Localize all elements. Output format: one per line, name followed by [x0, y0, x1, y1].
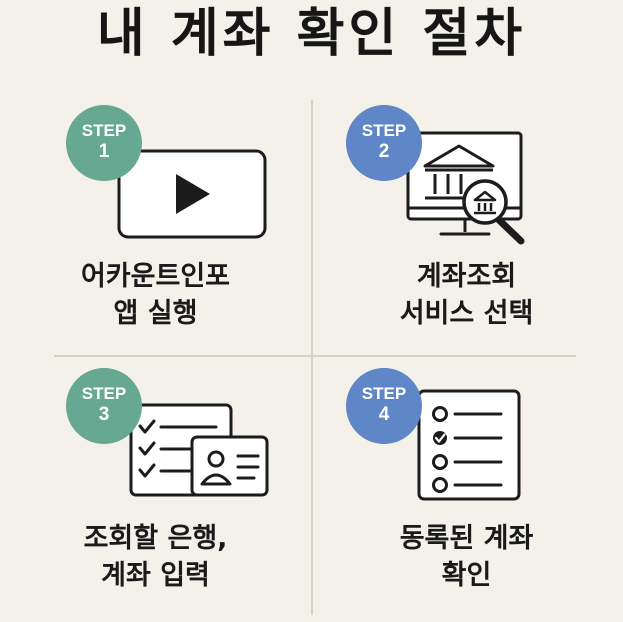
step-4-label: 동록된 계좌 확인 — [311, 520, 622, 594]
step-2-label: 계좌조회 서비스 선택 — [311, 258, 622, 332]
step-1-badge-number: 1 — [98, 141, 110, 162]
step-1-badge-word: STEP — [81, 121, 127, 140]
step-2-badge-number: 2 — [378, 141, 390, 162]
step-2-label-line2: 서비스 선택 — [399, 298, 534, 329]
step-4-badge-word: STEP — [361, 384, 407, 403]
step-2-badge: STEP 2 — [346, 105, 422, 181]
page-title: 내 계좌 확인 절차 — [96, 4, 527, 64]
step-4-label-line2: 확인 — [441, 560, 492, 591]
step-4-badge: STEP 4 — [346, 368, 422, 444]
step-3-badge-number: 3 — [98, 404, 110, 425]
step-2-badge-word: STEP — [361, 121, 407, 140]
checklist-id-card-icon — [129, 403, 269, 497]
step-4-panel: STEP 4 동록된 계좌 확인 — [311, 360, 622, 615]
step-1-label-line2: 앱 실행 — [113, 298, 198, 329]
account-list-icon — [417, 389, 521, 501]
step-3-panel: STEP 3 조회할 은행, 계좌 입력 — [0, 360, 311, 615]
horizontal-divider — [54, 355, 576, 357]
step-3-label-line2: 계좌 입력 — [101, 560, 210, 591]
step-1-label-line1: 어카운트인포 — [80, 261, 231, 292]
play-video-icon — [117, 149, 267, 239]
step-1-badge: STEP 1 — [66, 105, 142, 181]
bank-search-monitor-icon — [406, 131, 525, 245]
step-2-panel: STEP 2 계좌조회 서비스 선택 — [311, 100, 622, 355]
step-3-label-line1: 조회할 은행, — [83, 523, 228, 554]
step-4-badge-number: 4 — [378, 404, 390, 425]
step-1-panel: STEP 1 어카운트인포 앱 실행 — [0, 100, 311, 355]
step-4-label-line1: 동록된 계좌 — [399, 523, 534, 554]
vertical-divider — [311, 100, 313, 615]
step-3-badge-word: STEP — [81, 384, 127, 403]
step-1-label: 어카운트인포 앱 실행 — [0, 258, 311, 332]
step-2-label-line1: 계좌조회 — [416, 261, 517, 292]
step-3-label: 조회할 은행, 계좌 입력 — [0, 520, 311, 594]
step-3-badge: STEP 3 — [66, 368, 142, 444]
